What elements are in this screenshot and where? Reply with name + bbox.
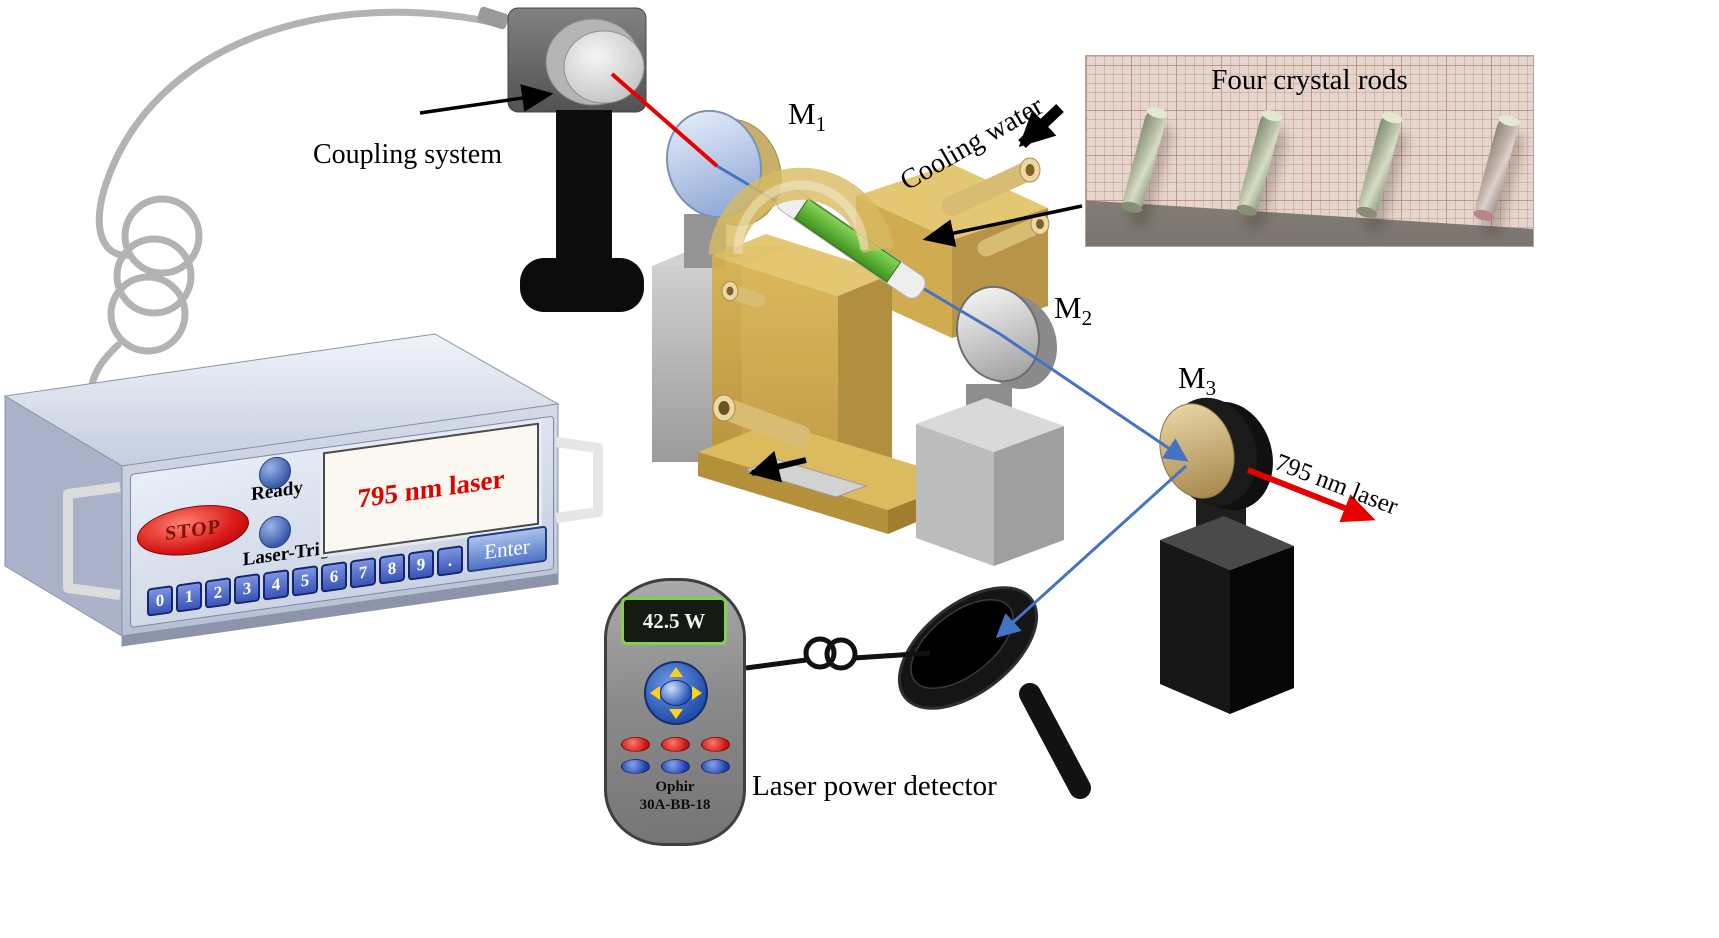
stop-button-label: STOP [165, 514, 221, 545]
display-text: 795 nm laser [357, 462, 505, 514]
key-4: 4 [263, 569, 289, 601]
coupling-system-arrow [419, 84, 554, 115]
power-reading: 42.5 W [642, 608, 706, 633]
fiber-cable [86, 8, 504, 400]
joystick-down-icon [669, 709, 683, 719]
meter-red-button [700, 737, 730, 752]
laser-power-detector-label: Laser power detector [752, 770, 997, 802]
meter-blue-button [620, 759, 650, 774]
key-8: 8 [379, 553, 405, 585]
mirror-m1-label: M1 [788, 96, 826, 137]
joystick-up-icon [669, 667, 683, 677]
mirror-m2 [916, 285, 1064, 566]
beam-output-red [1246, 467, 1376, 523]
meter-model: 30A-BB-18 [639, 797, 711, 813]
coupling-stand [556, 110, 612, 265]
crystal-rod-4 [1472, 115, 1521, 221]
joystick-left-icon [650, 686, 660, 700]
m1-sub: 1 [815, 112, 827, 137]
meter-button-row-1 [607, 737, 743, 752]
key-1: 1 [176, 581, 202, 613]
key-3: 3 [234, 573, 260, 605]
meter-blue-button [660, 759, 690, 774]
power-meter: 42.5 W Ophir 30A-BB-18 [604, 578, 746, 846]
beam-m2-m3 [999, 332, 1189, 462]
arch-glass-highlight [733, 180, 869, 255]
right-handle [555, 437, 603, 523]
slide-direction-arrow [749, 450, 807, 483]
key-7: 7 [350, 557, 376, 589]
key-9: 9 [408, 549, 434, 581]
mirror-m3-label: M3 [1178, 360, 1216, 401]
joystick-right-icon [692, 686, 702, 700]
key-5: 5 [292, 565, 318, 597]
joystick-control [644, 661, 708, 725]
enter-button-label: Enter [484, 533, 530, 564]
meter-brand: Ophir [655, 779, 695, 795]
key-2: 2 [205, 577, 231, 609]
ready-label: Ready [251, 477, 303, 506]
m3-base: M [1178, 360, 1206, 395]
beam-m3-detector [995, 464, 1188, 639]
housing-arch [708, 167, 894, 259]
key-dot: . [437, 545, 463, 577]
key-0: 0 [147, 585, 173, 617]
crystal-rod-1 [1120, 107, 1169, 213]
crystal-rods-photo: Four crystal rods [1085, 55, 1534, 247]
detector-head [897, 586, 1091, 799]
m2-base: M [1054, 290, 1082, 325]
m2-sub: 2 [1081, 306, 1093, 331]
mirror-m2-label: M2 [1054, 290, 1092, 331]
joystick-knob [660, 680, 692, 706]
inset-title: Four crystal rods [1211, 64, 1408, 96]
meter-red-button [620, 737, 650, 752]
crystal-rod-2 [1235, 110, 1284, 216]
key-6: 6 [321, 561, 347, 593]
cooling-pipes [712, 157, 1050, 447]
meter-red-button [660, 737, 690, 752]
m3-sub: 3 [1205, 376, 1217, 401]
coupling-system-label: Coupling system [313, 139, 503, 170]
meter-button-row-2 [607, 759, 743, 774]
coupling-base [520, 258, 644, 312]
meter-blue-button [700, 759, 730, 774]
cooling-water-arrow [1018, 104, 1064, 148]
mirror-m3 [1159, 397, 1294, 714]
crystal-pointer-arrow [922, 204, 1083, 247]
crystal-rod-3 [1355, 112, 1404, 218]
m1-base: M [788, 96, 816, 131]
power-meter-screen: 42.5 W [621, 597, 727, 645]
detector-cable [745, 636, 931, 671]
left-handle [63, 482, 121, 600]
beam-input-red [610, 72, 719, 168]
